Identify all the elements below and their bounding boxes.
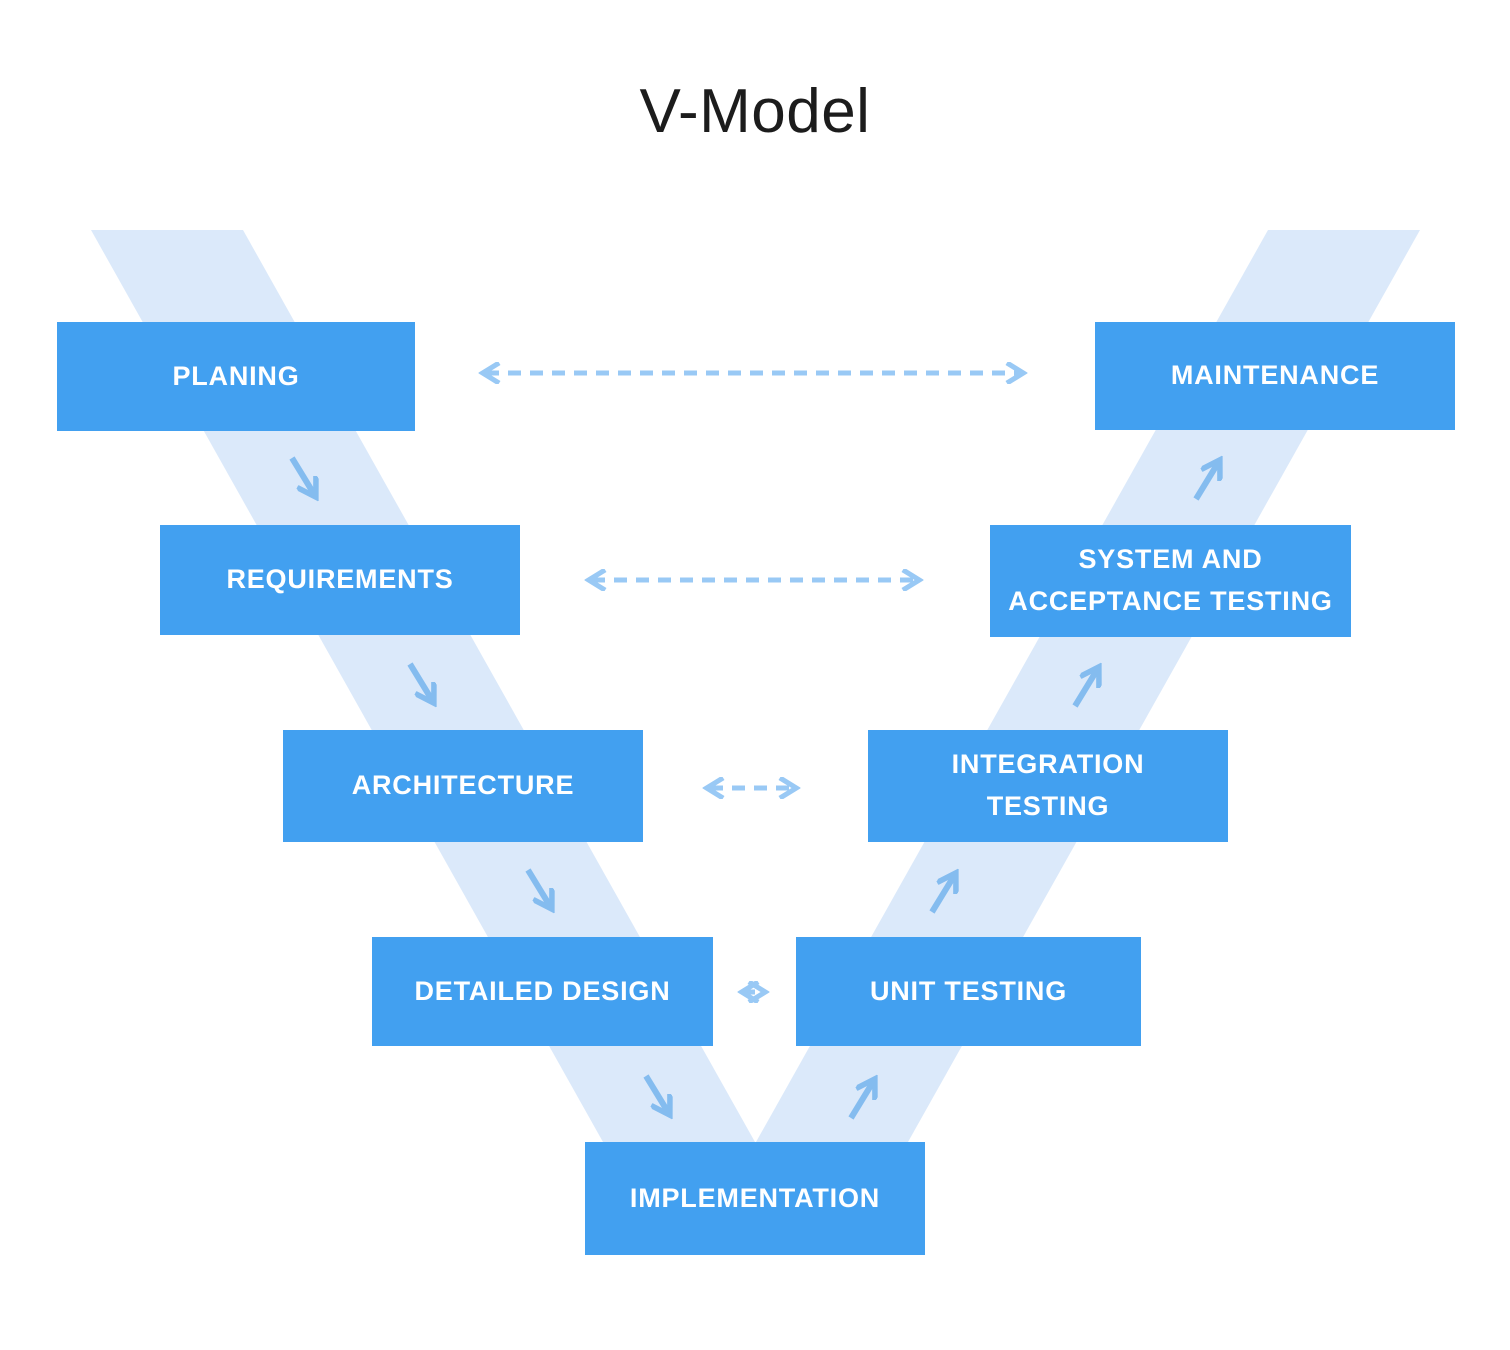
flow-arrow-planing-to-requirements bbox=[289, 456, 314, 494]
flow-arrow-architecture-to-detailed-design bbox=[525, 868, 550, 906]
phase-box-planing: PLANING bbox=[57, 322, 415, 431]
flow-arrow-system-acceptance-to-maintenance bbox=[1193, 463, 1218, 501]
phase-box-detailed-design: DETAILED DESIGN bbox=[372, 937, 713, 1046]
phase-box-architecture: ARCHITECTURE bbox=[283, 730, 643, 842]
phase-box-requirements: REQUIREMENTS bbox=[160, 525, 520, 635]
phase-box-integration-testing: INTEGRATION TESTING bbox=[868, 730, 1228, 842]
flow-arrow-detailed-design-to-implementation bbox=[643, 1074, 668, 1112]
phase-box-maintenance: MAINTENANCE bbox=[1095, 322, 1455, 430]
flow-arrow-unit-testing-to-integration bbox=[929, 876, 954, 914]
diagram-title: V-Model bbox=[639, 77, 871, 146]
flow-arrow-integration-to-system-acceptance bbox=[1072, 670, 1097, 708]
phase-box-unit-testing: UNIT TESTING bbox=[796, 937, 1141, 1046]
flow-arrow-requirements-to-architecture bbox=[407, 662, 432, 700]
flow-arrow-implementation-to-unit-testing bbox=[848, 1082, 873, 1120]
phase-box-implementation: IMPLEMENTATION bbox=[585, 1142, 925, 1255]
phase-box-system-acceptance-testing: SYSTEM AND ACCEPTANCE TESTING bbox=[990, 525, 1351, 637]
